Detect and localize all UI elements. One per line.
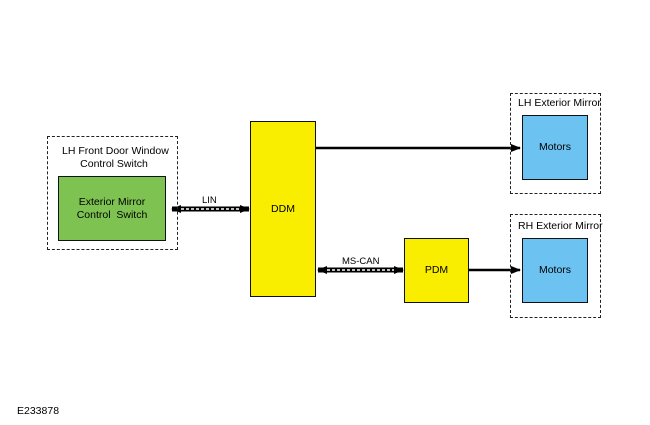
exterior-mirror-control-switch-block: Exterior Mirror Control Switch	[58, 176, 166, 241]
lin-bus-label: LIN	[202, 195, 217, 206]
rh-motors-block: Motors	[522, 238, 588, 303]
figure-id: E233878	[17, 405, 60, 417]
lh-motors-block: Motors	[522, 115, 588, 180]
pdm-label: PDM	[424, 264, 449, 276]
rh-exterior-mirror-label: RH Exterior Mirror	[518, 220, 603, 232]
pdm-block: PDM	[404, 238, 469, 303]
lh-front-door-switch-group: LH Front Door Window Control Switch	[47, 136, 178, 250]
rh-motors-label: Motors	[538, 264, 572, 276]
ddm-label: DDM	[271, 202, 295, 215]
ddm-block: DDM	[250, 121, 316, 297]
rh-exterior-mirror-group: RH Exterior Mirror	[510, 214, 603, 318]
switch-label-line-1: Exterior Mirror	[78, 195, 146, 208]
lh-motors-label: Motors	[538, 141, 572, 153]
lh-exterior-mirror-label: LH Exterior Mirror	[518, 97, 601, 109]
group-label-line-1: LH Front Door Window	[62, 145, 169, 157]
switch-label-line-2: Control Switch	[76, 208, 148, 221]
lh-exterior-mirror-group: LH Exterior Mirror	[510, 93, 601, 194]
ms-can-bus-label: MS-CAN	[342, 256, 380, 267]
group-label-line-2: Control Switch	[80, 158, 148, 170]
lh-front-door-switch-label: LH Front Door Window Control Switch	[62, 145, 169, 171]
